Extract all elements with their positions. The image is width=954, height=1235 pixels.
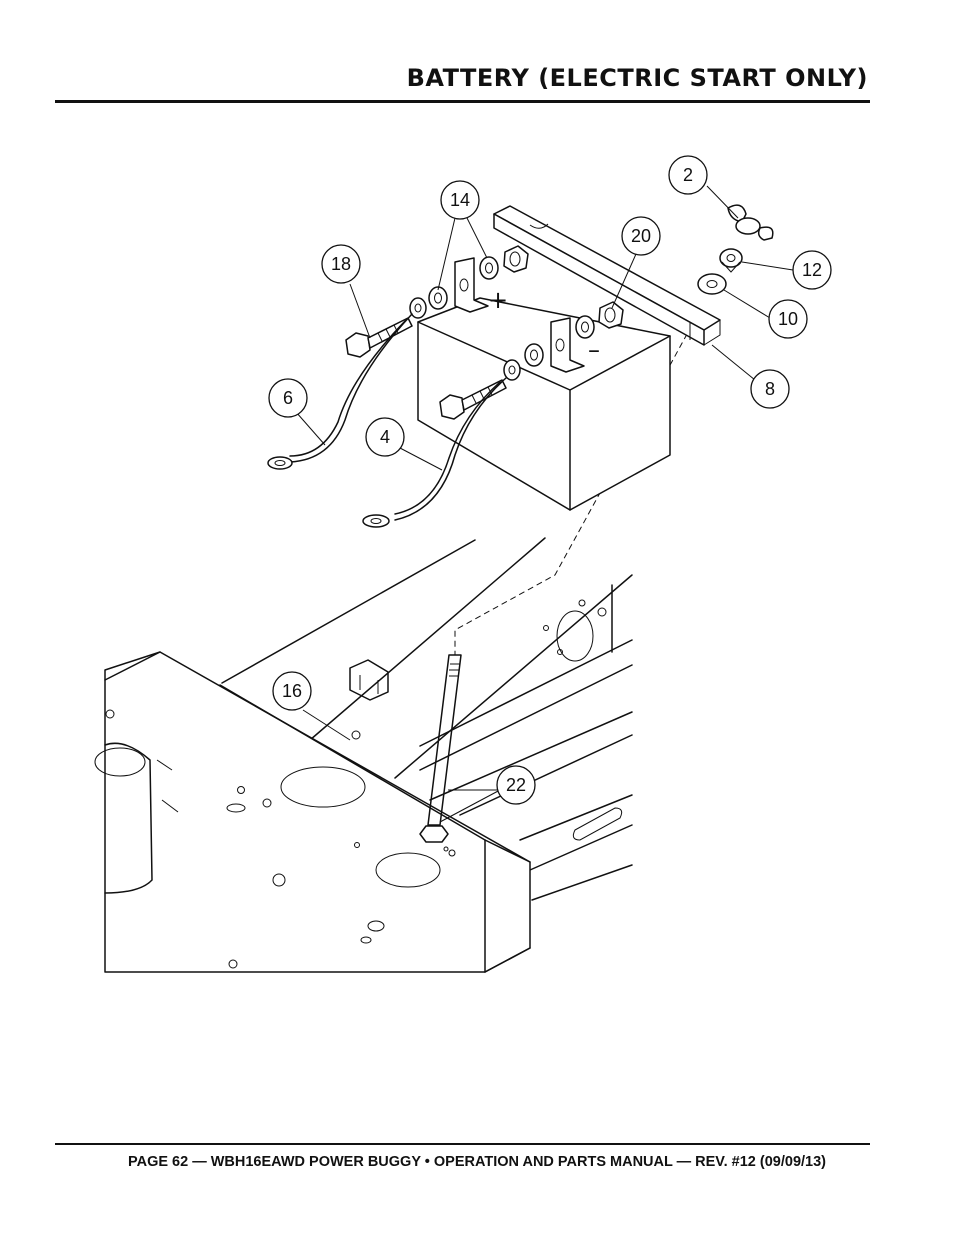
callout-16: 16 bbox=[272, 671, 312, 711]
wing-nut-and-washers bbox=[697, 204, 774, 295]
page-title: BATTERY (ELECTRIC START ONLY) bbox=[406, 64, 868, 92]
callout-8: 8 bbox=[750, 369, 790, 409]
header-rule bbox=[55, 100, 870, 103]
battery bbox=[417, 297, 671, 511]
svg-text:22: 22 bbox=[506, 775, 526, 795]
positive-terminal-hardware: + bbox=[428, 245, 529, 314]
callout-20: 20 bbox=[621, 216, 661, 256]
svg-text:10: 10 bbox=[778, 309, 798, 329]
svg-text:2: 2 bbox=[683, 165, 693, 185]
callout-2: 2 bbox=[668, 155, 708, 195]
callout-10: 10 bbox=[768, 299, 808, 339]
svg-text:18: 18 bbox=[331, 254, 351, 274]
page-footer: PAGE 62 — WBH16EAWD POWER BUGGY • OPERAT… bbox=[128, 1154, 826, 1170]
svg-text:20: 20 bbox=[631, 226, 651, 246]
callout-14: 14 bbox=[440, 180, 480, 220]
callout-22: 22 bbox=[496, 765, 536, 805]
callout-leaders bbox=[295, 185, 794, 823]
callout-6: 6 bbox=[268, 378, 308, 418]
callout-12: 12 bbox=[792, 250, 832, 290]
svg-text:12: 12 bbox=[802, 260, 822, 280]
svg-text:4: 4 bbox=[380, 427, 390, 447]
footer-rule bbox=[55, 1143, 870, 1145]
positive-sign: + bbox=[488, 286, 508, 314]
callout-4: 4 bbox=[365, 417, 405, 457]
hold-down-bracket bbox=[493, 205, 721, 346]
cables-and-bolts bbox=[267, 297, 521, 528]
svg-text:14: 14 bbox=[450, 190, 470, 210]
negative-terminal-hardware: – bbox=[524, 301, 624, 373]
svg-text:16: 16 bbox=[282, 681, 302, 701]
callout-18: 18 bbox=[321, 244, 361, 284]
svg-text:8: 8 bbox=[765, 379, 775, 399]
negative-sign: – bbox=[588, 336, 600, 364]
hold-down-rod bbox=[419, 654, 462, 843]
chassis-frame bbox=[94, 537, 633, 973]
svg-text:6: 6 bbox=[283, 388, 293, 408]
